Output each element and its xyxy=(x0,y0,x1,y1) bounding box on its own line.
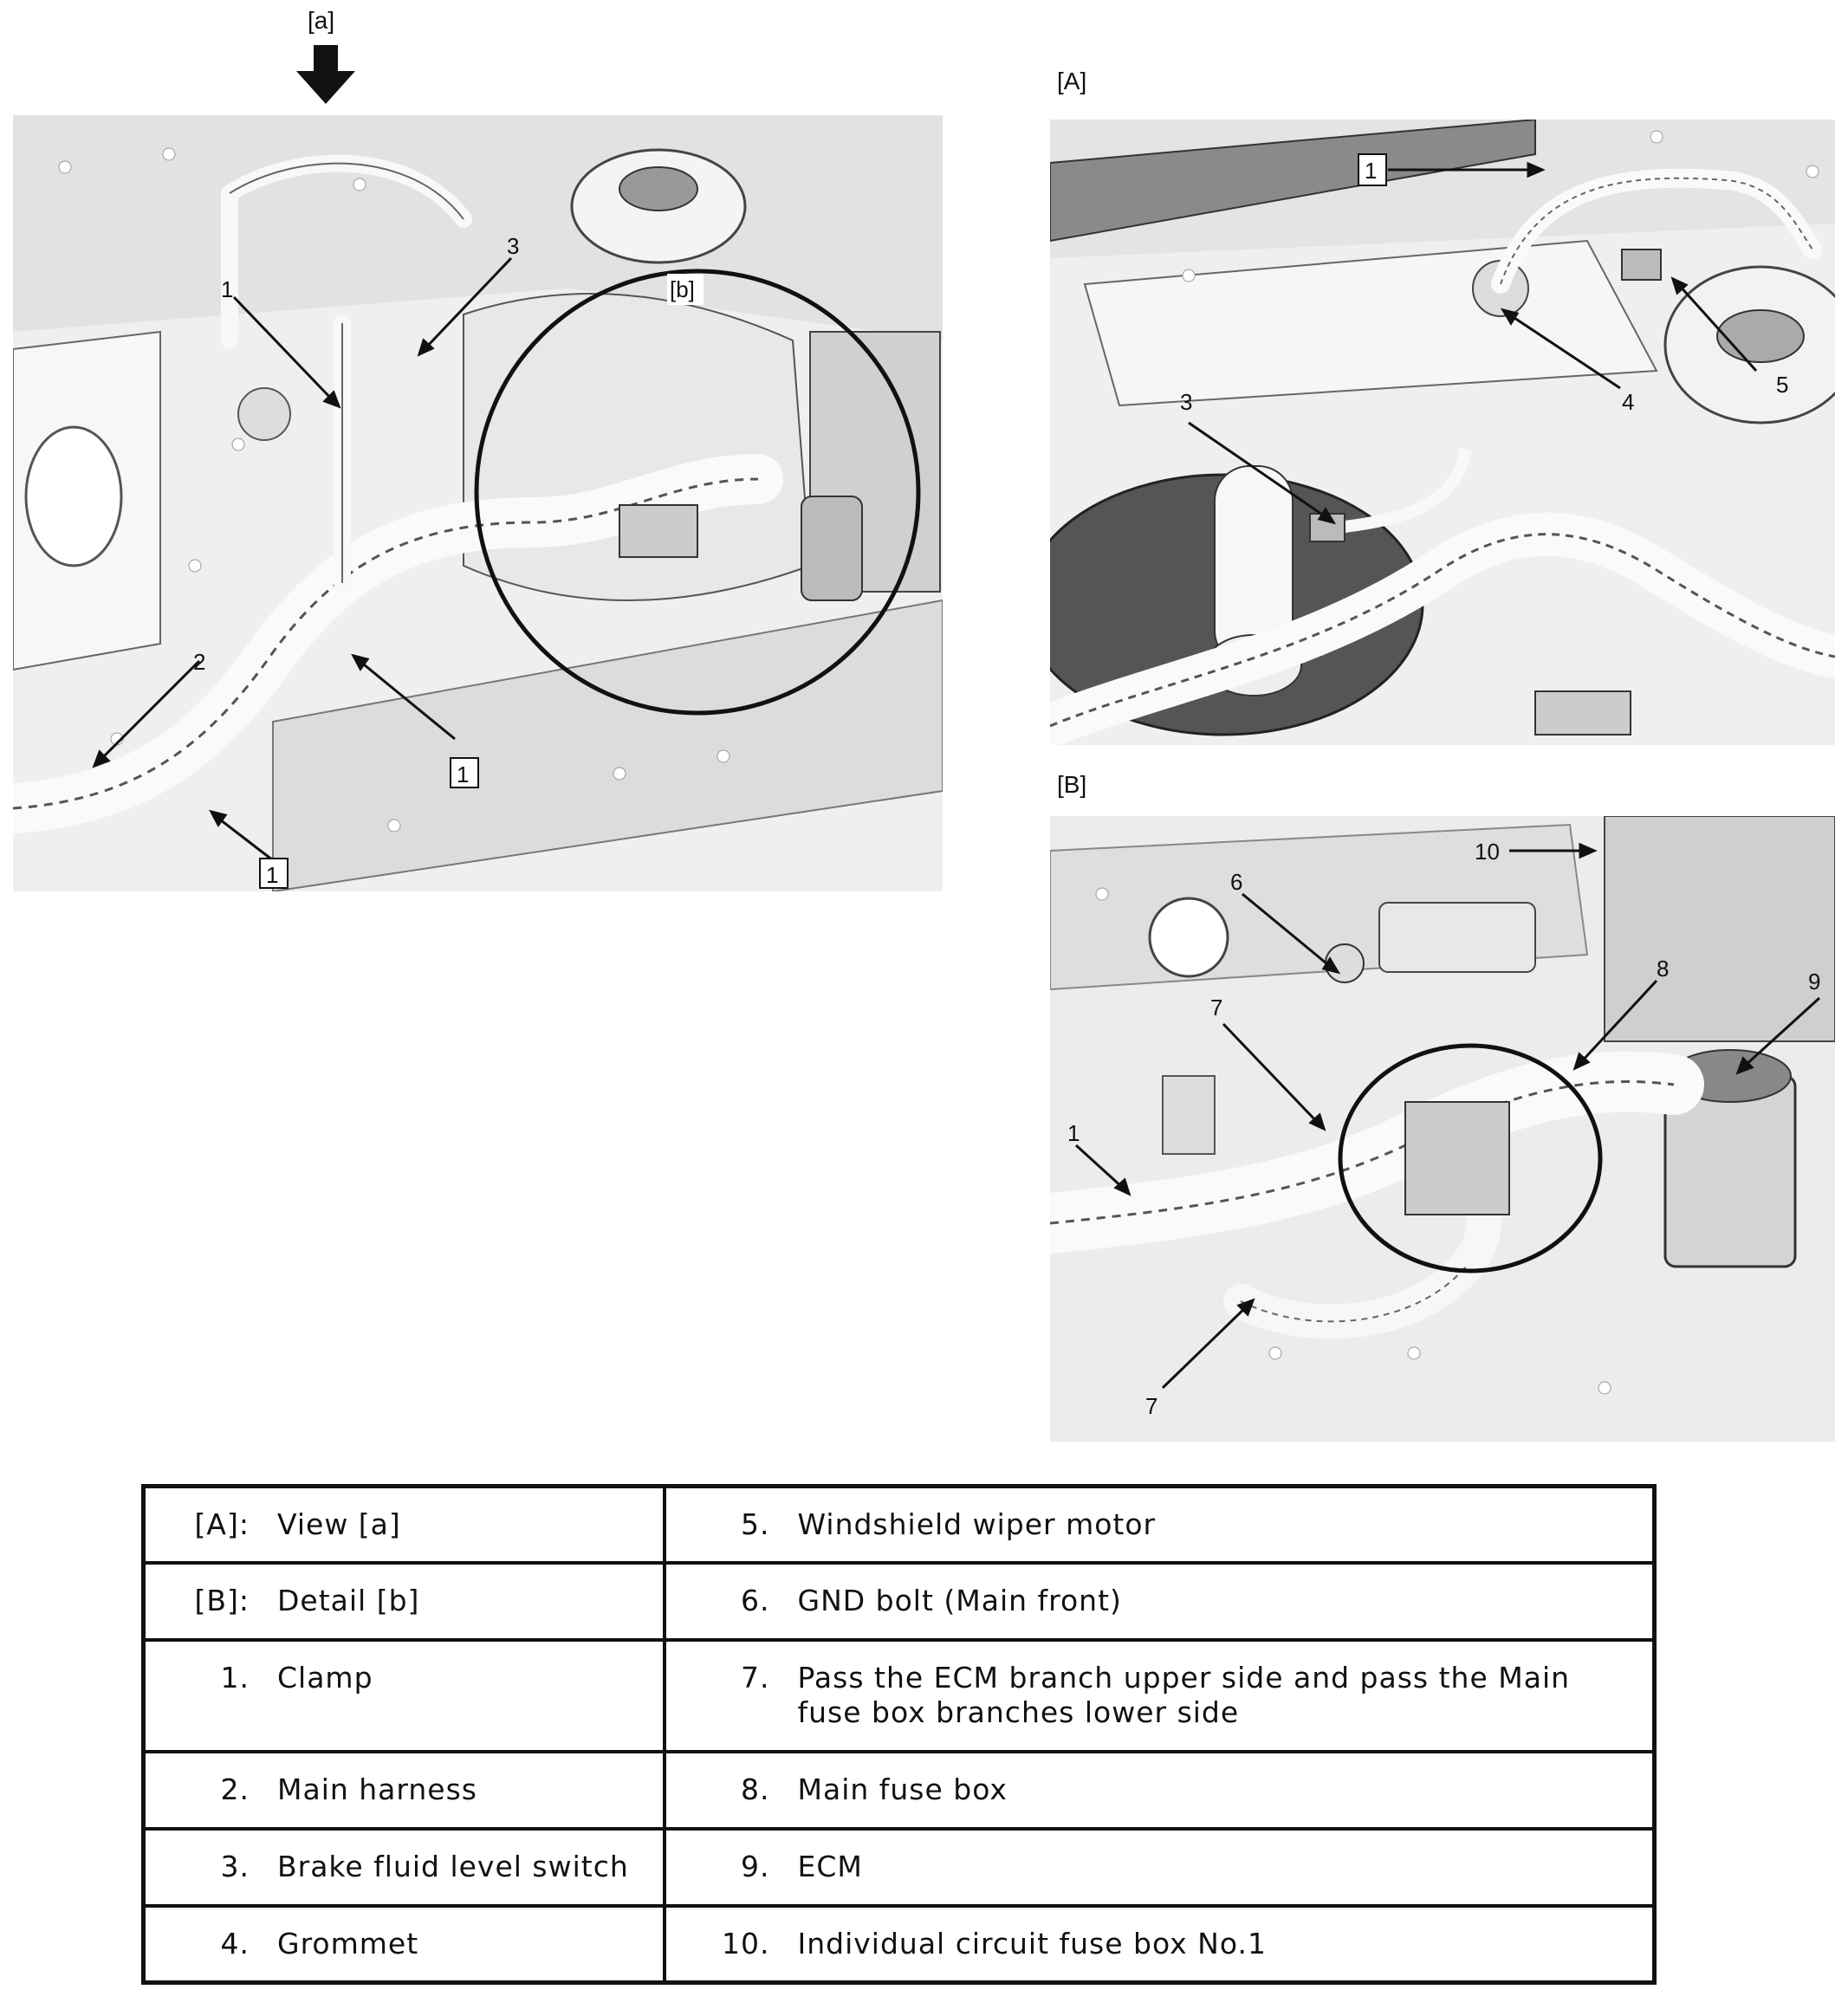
callout-clamp-mid: 1 xyxy=(457,761,469,787)
callout-b-ecm: 9 xyxy=(1808,969,1820,995)
view-a-label: [A] xyxy=(1057,68,1087,94)
legend-text: GND bolt (Main front) xyxy=(797,1584,1122,1618)
callout-brake-fluid-switch: 3 xyxy=(507,233,519,259)
callout-b-clamp: 1 xyxy=(1067,1120,1080,1146)
view-direction-arrow-icon xyxy=(296,45,355,104)
legend-key: 10. xyxy=(722,1926,770,1960)
legend-row: 1. Clamp 7. Pass the ECM branch upper side… xyxy=(141,1638,1657,1754)
legend-text: Windshield wiper motor xyxy=(797,1507,1157,1541)
detail-b-label: [b] xyxy=(670,276,695,302)
legend-row: 2. Main harness 8. Main fuse box xyxy=(141,1750,1657,1831)
legend-key: 4. xyxy=(220,1926,250,1960)
callout-b-gnd-bolt: 6 xyxy=(1230,869,1242,895)
view-b-illustration: 10 6 7 8 9 1 7 xyxy=(1050,816,1835,1442)
callout-a-grommet: 4 xyxy=(1622,389,1634,415)
callout-clamp-lower: 1 xyxy=(266,862,278,888)
callout-b-fuse-box-no1: 10 xyxy=(1475,839,1500,865)
legend-text: Clamp xyxy=(277,1661,373,1695)
legend-text: View [a] xyxy=(277,1507,401,1541)
legend-text: ECM xyxy=(797,1849,863,1883)
legend-text: Main harness xyxy=(277,1772,477,1807)
callout-b-routing-upper: 7 xyxy=(1210,995,1222,1021)
legend-row: 4. Grommet 10. Individual circuit fuse box… xyxy=(141,1903,1657,1985)
legend-row: [B]: Detail [b] 6. GND bolt (Main front) xyxy=(141,1561,1657,1643)
legend-table: [A]: View [a] 5. Windshield wiper motor [B… xyxy=(141,1484,1657,1985)
legend-key: 6. xyxy=(741,1584,770,1618)
view-b-label: [B] xyxy=(1057,771,1087,798)
callout-main-harness: 2 xyxy=(193,649,205,675)
legend-row: [A]: View [a] 5. Windshield wiper motor xyxy=(141,1484,1657,1565)
legend-key: 3. xyxy=(220,1849,250,1883)
legend-key: 5. xyxy=(741,1507,770,1541)
legend-text: Grommet xyxy=(277,1926,419,1960)
legend-key: 9. xyxy=(741,1849,770,1883)
legend-row: 3. Brake fluid level switch 9. ECM xyxy=(141,1826,1657,1908)
view-a-illustration: 1 3 4 5 xyxy=(1050,120,1835,745)
legend-text: Detail [b] xyxy=(277,1584,420,1618)
legend-key: [A]: xyxy=(194,1507,250,1541)
legend-text: Individual circuit fuse box No.1 xyxy=(797,1926,1267,1960)
main-harness-illustration: 1 2 3 1 1 [b] xyxy=(13,115,943,891)
callout-b-routing-lower: 7 xyxy=(1145,1393,1157,1419)
callout-clamp-upper: 1 xyxy=(221,276,233,302)
callout-a-brake-fluid-switch: 3 xyxy=(1180,389,1192,415)
legend-key: [B]: xyxy=(194,1584,250,1618)
view-arrow-label: [a] xyxy=(308,7,335,34)
legend-key: 7. xyxy=(741,1661,770,1695)
callout-a-clamp: 1 xyxy=(1365,158,1377,184)
legend-text: Brake fluid level switch xyxy=(277,1849,629,1883)
callout-a-wiper-motor: 5 xyxy=(1776,372,1788,398)
legend-key: 2. xyxy=(220,1772,250,1807)
legend-text: Pass the ECM branch upper side and pass … xyxy=(797,1661,1571,1730)
legend-key: 1. xyxy=(220,1661,250,1695)
callout-b-main-fuse-box: 8 xyxy=(1657,956,1669,982)
legend-key: 8. xyxy=(741,1772,770,1807)
legend-text: Main fuse box xyxy=(797,1772,1008,1807)
